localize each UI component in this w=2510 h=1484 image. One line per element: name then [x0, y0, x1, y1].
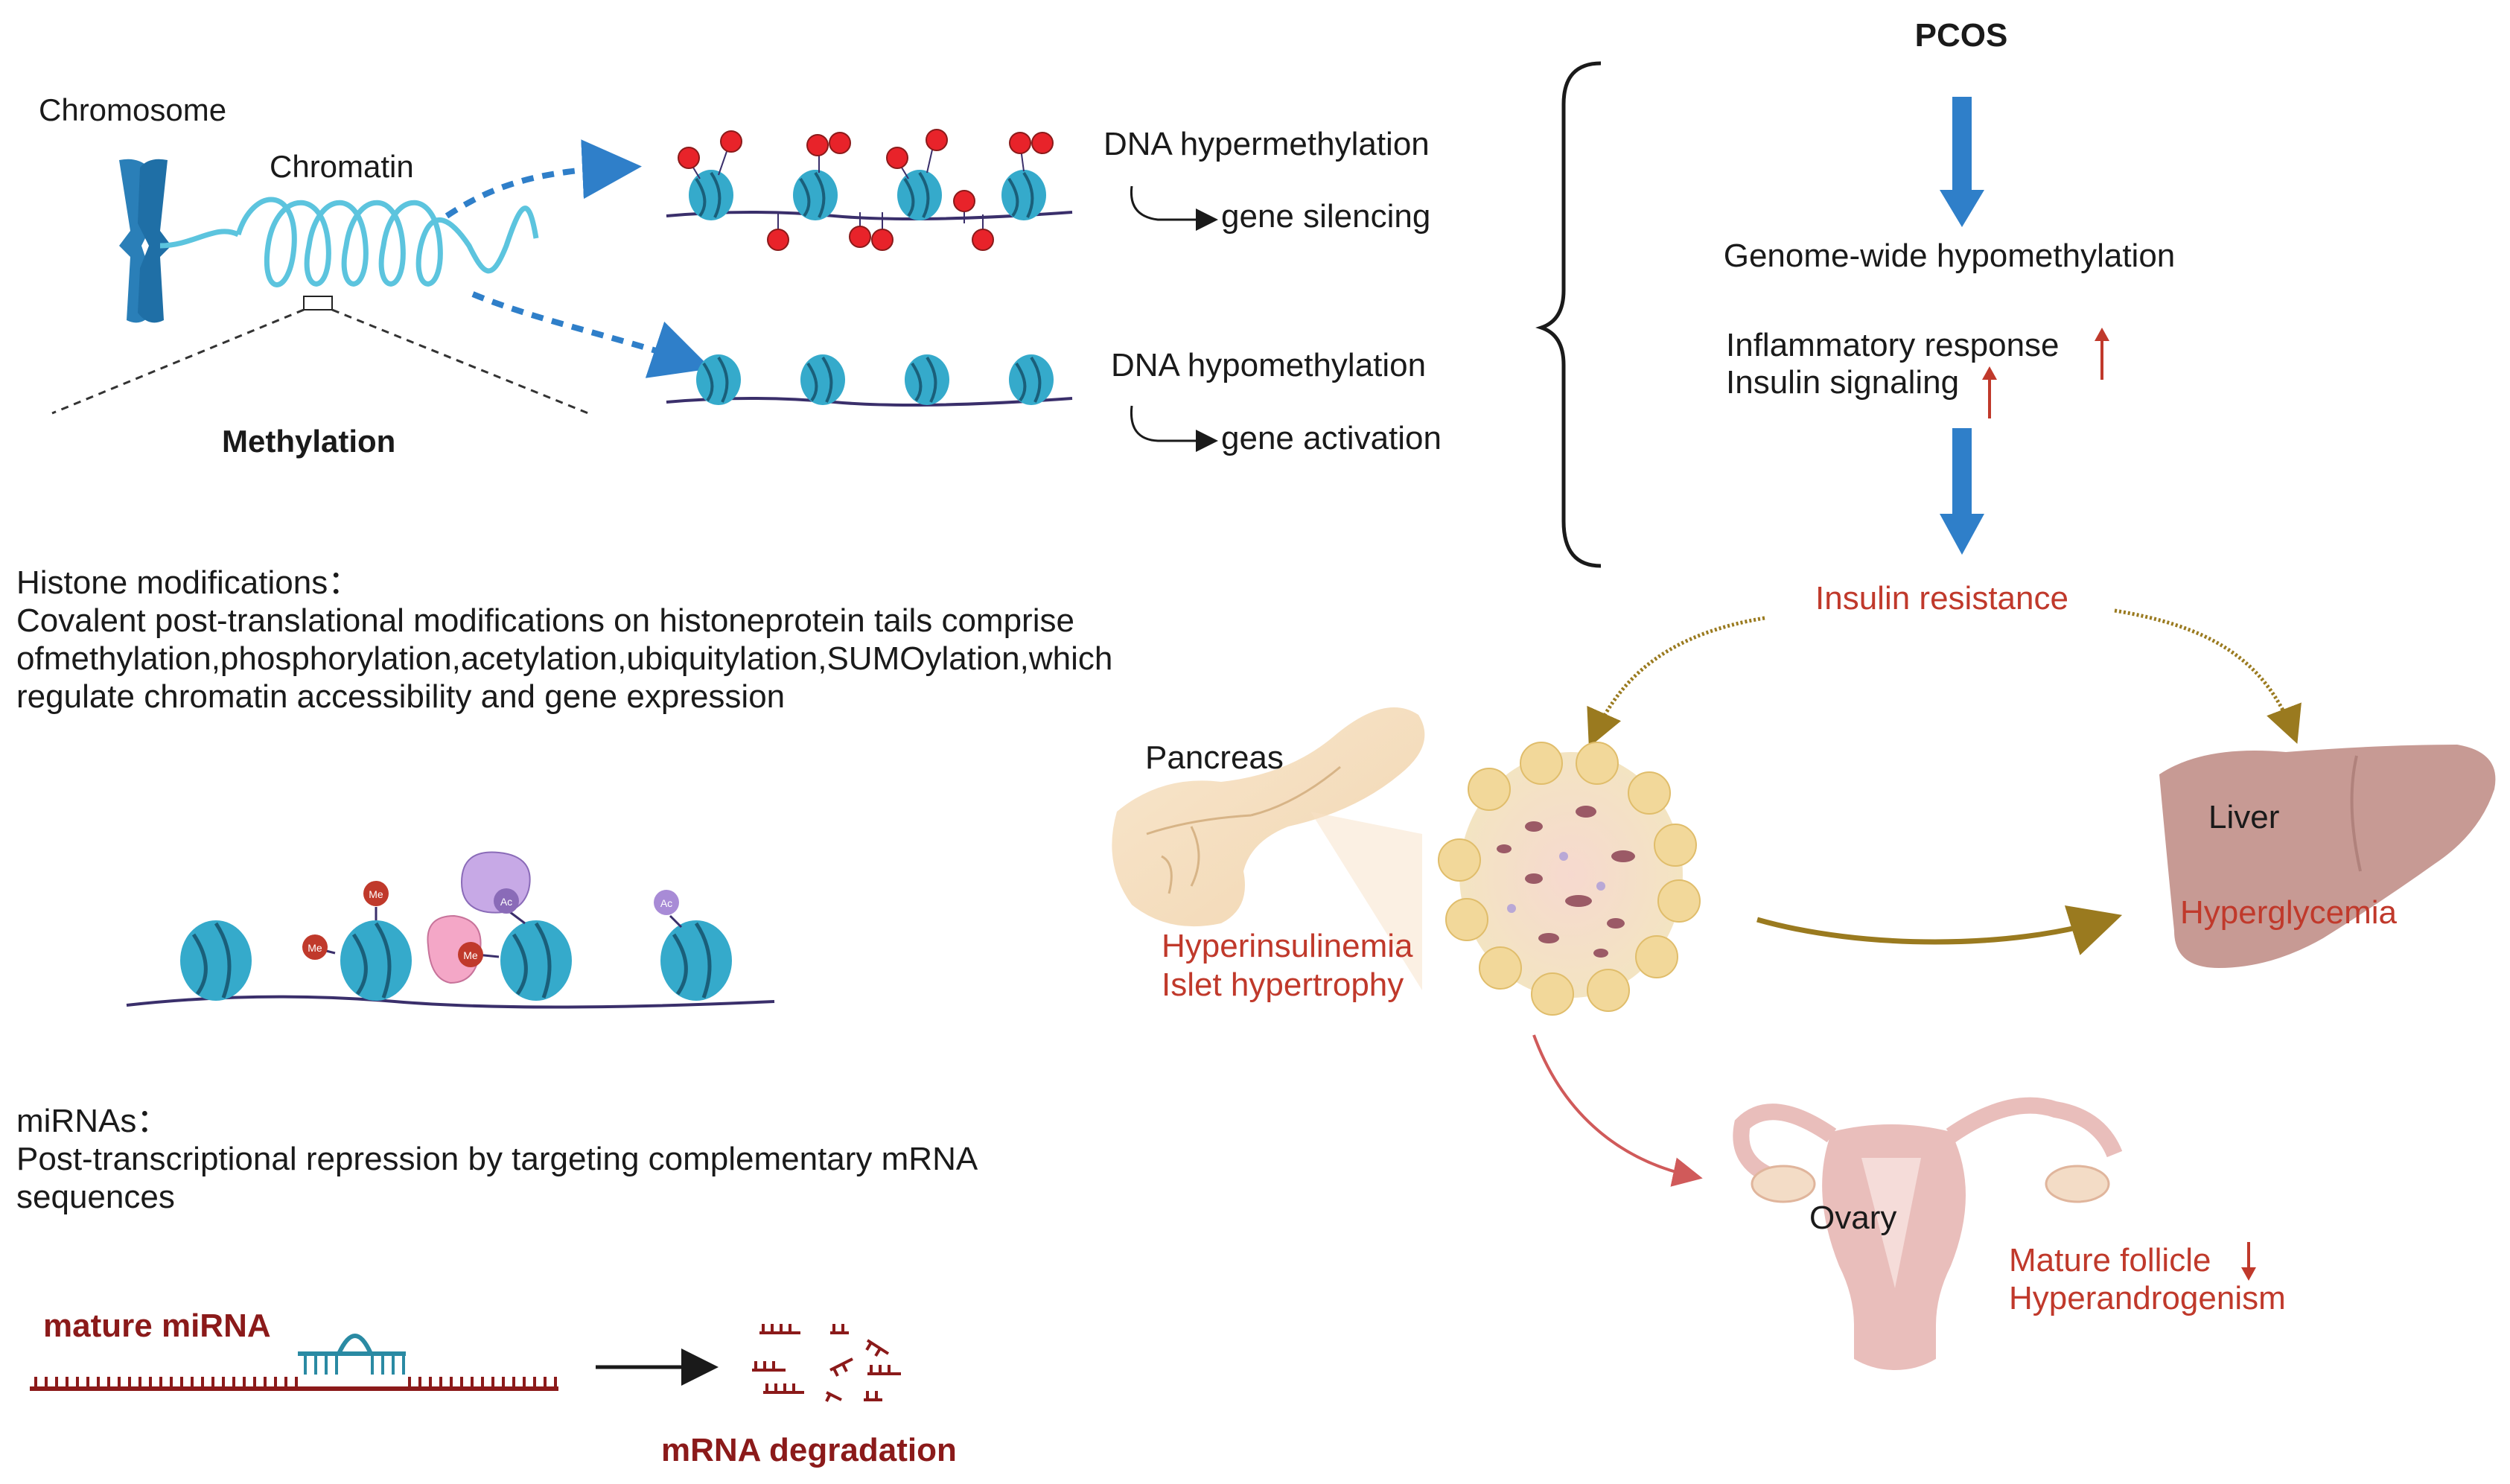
chromosome-icon [119, 159, 171, 323]
arrow-to-pancreas [1587, 616, 1765, 748]
islet-icon [1438, 742, 1701, 1016]
islet-hypertrophy-label: Islet hypertrophy [1162, 966, 1404, 1003]
down-arrow-icon [2241, 1242, 2256, 1281]
inflammatory-label: Inflammatory response [1726, 327, 2060, 363]
nucleosome [660, 920, 732, 1001]
hypomethylated-dna [666, 354, 1073, 407]
histone-desc-line-3: regulate chromatin accessibility and gen… [16, 678, 785, 715]
up-arrow-icon [2095, 328, 2109, 380]
histone-diagram: Me Me Ac Me Ac [126, 851, 775, 1009]
tag-label: Ac [500, 896, 512, 908]
insulin-resistance-label: Insulin resistance [1815, 580, 2068, 617]
nucleosome [1001, 170, 1046, 220]
nucleosome [897, 170, 942, 220]
mirna-desc-line-2: sequences [16, 1179, 175, 1215]
up-arrow-icon [1982, 366, 1997, 418]
silencing-arrow [1130, 185, 1218, 231]
liver-label: Liver [2208, 799, 2279, 835]
arrow-to-ovary [1532, 1034, 1703, 1187]
activation-label: gene activation [1221, 420, 1442, 456]
methylation-label: Methylation [222, 424, 395, 459]
tag-label: Me [369, 888, 383, 900]
histone-tag-ac [494, 888, 519, 914]
hypermethylated-dna [666, 129, 1073, 251]
mature-follicle-label: Mature follicle [2009, 1242, 2211, 1278]
liver-icon [2159, 745, 2496, 968]
zoom-line-left [51, 308, 305, 415]
down-arrow-2 [1940, 428, 1984, 555]
methyl-groups [678, 129, 1054, 251]
ovary-label: Ovary [1809, 1200, 1896, 1236]
zoom-wedge [1310, 812, 1422, 990]
arrow-to-hypermethylation [445, 139, 642, 219]
pancreas-icon [1112, 707, 1425, 927]
nucleosome [500, 920, 572, 1001]
silencing-label: gene silencing [1221, 198, 1430, 235]
chromosome-label: Chromosome [39, 92, 226, 127]
nucleosome [696, 354, 741, 405]
nucleosome [689, 170, 733, 220]
hypermethylation-label: DNA hypermethylation [1103, 126, 1430, 162]
hyperandrogenism-label: Hyperandrogenism [2009, 1280, 2286, 1316]
hypomethylation-label: DNA hypomethylation [1111, 347, 1426, 383]
tag-label: Me [308, 942, 322, 954]
hyperinsulinemia-label: Hyperinsulinemia [1162, 928, 1413, 964]
histone-tag-me [302, 934, 328, 960]
histone-desc-line-2: ofmethylation,phosphorylation,acetylatio… [16, 640, 1112, 677]
histone-desc-line-1: Covalent post-translational modification… [16, 602, 1074, 639]
histone-tag-me [458, 942, 483, 967]
nucleosome [1009, 354, 1054, 405]
activation-arrow [1130, 405, 1218, 452]
histone-tag-ac [654, 890, 679, 915]
mirna-desc-line-1: Post-transcriptional repression by targe… [16, 1141, 978, 1177]
nucleosome [800, 354, 845, 405]
arrow-islet-to-liver [1756, 905, 2123, 955]
brace [1535, 61, 1602, 568]
zoom-box [303, 296, 333, 311]
down-arrow-1 [1940, 97, 1984, 227]
mature-mirna-label: mature miRNA [43, 1308, 271, 1344]
mrna-degradation-label: mRNA degradation [661, 1432, 957, 1468]
tag-label: Me [463, 949, 478, 961]
nucleosome [905, 354, 949, 405]
hypomethylation-pcos-label: Genome-wide hypomethylation [1724, 238, 2176, 274]
histone-tag-me [363, 881, 389, 906]
hyperglycemia-label: Hyperglycemia [2180, 894, 2398, 931]
chromatin-label: Chromatin [270, 149, 414, 184]
tag-label: Ac [660, 897, 672, 909]
nucleosome [793, 170, 838, 220]
ovary-uterus-icon [1733, 1097, 2123, 1370]
nucleosome [340, 920, 412, 1001]
chromatin-coil-icon [159, 197, 539, 287]
arrow-to-hypomethylation [471, 291, 712, 378]
insulin-signaling-label: Insulin signaling [1726, 364, 1959, 401]
pancreas-label: Pancreas [1145, 739, 1284, 776]
zoom-line-right [331, 308, 589, 415]
mirna-title: miRNAs： [16, 1103, 169, 1139]
mrna-strand [30, 1377, 558, 1391]
arrow-to-liver [2114, 608, 2302, 745]
nucleosome [180, 920, 252, 1001]
degraded-mrna-fragments-icon [752, 1324, 901, 1402]
histone-title: Histone modifications： [16, 564, 360, 601]
pcos-title: PCOS [1915, 17, 2008, 54]
mirna-bound [298, 1334, 406, 1375]
